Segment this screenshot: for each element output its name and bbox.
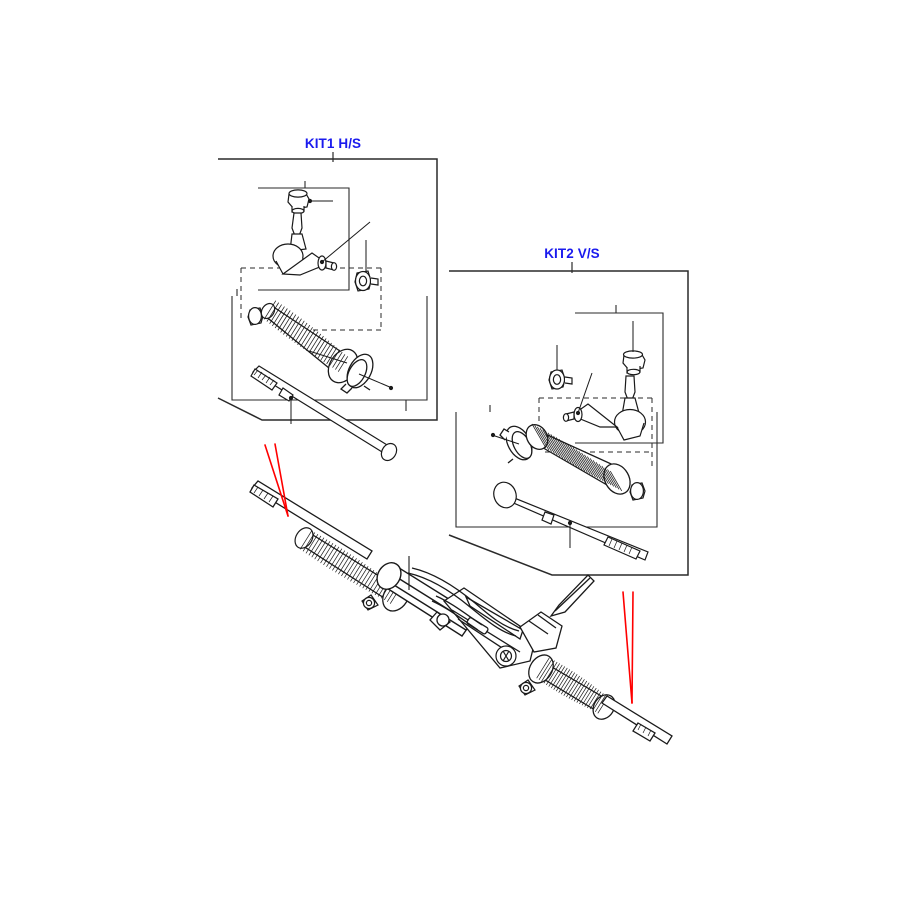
kit1-inner-tie-rod-icon — [250, 365, 398, 462]
pinion-valve-housing-icon — [519, 611, 563, 653]
rack-left-bellows-ribs — [299, 530, 401, 604]
kit1-nut-leader-dot — [307, 198, 313, 204]
rack-coupling-detail-icon — [495, 645, 517, 667]
input-shaft-icon — [549, 574, 595, 618]
kit1-bellows-leader — [308, 350, 348, 364]
kit2-bellows-boot-icon — [525, 423, 631, 495]
kit2-ball-joint-icon — [562, 375, 647, 441]
kit1-clamp-leader-dot — [388, 385, 394, 391]
kit2-label: KIT2 V/S — [544, 246, 600, 261]
kit2-group[interactable] — [448, 262, 689, 576]
kit1-outline — [217, 158, 438, 421]
mounting-bush-right-icon — [518, 679, 536, 696]
right-bellows-boot-icon — [528, 654, 616, 720]
kit1-label: KIT1 H/S — [305, 136, 361, 151]
kit1-ball-joint-icon — [272, 212, 338, 276]
steering-rack-assembly[interactable] — [249, 480, 673, 745]
rack-right-bellows-ribs — [536, 657, 609, 714]
kit2-ball-joint-leader-dot — [575, 410, 581, 416]
kit2-bush-icon — [548, 369, 573, 390]
kit1-bellows-ribs — [263, 300, 349, 372]
kit1-boot-clamp-small-icon — [247, 307, 264, 326]
kit2-outline — [448, 270, 689, 576]
kit2-ball-joint-leader — [577, 372, 593, 414]
kit1-bellows-subgroup-box — [231, 296, 428, 401]
kit2-boot-clamp-small-icon — [629, 482, 646, 501]
kit2-bellows-subgroup-box — [455, 412, 658, 528]
hydraulic-pipes-icon — [407, 567, 520, 637]
kit1-clamp-leader — [358, 373, 393, 389]
kit1-castellated-nut-icon — [287, 189, 310, 215]
kit2-inner-tie-rod-icon — [493, 481, 649, 561]
kit1-bush-icon — [354, 270, 379, 292]
mounting-bush-left-icon — [361, 594, 379, 611]
kit2-pointer — [622, 591, 634, 704]
kit2-castellated-nut-icon — [622, 350, 646, 376]
kit1-tie-rod-leader-dot — [288, 395, 294, 401]
kit1-pointer — [264, 443, 289, 517]
right-tie-rod-shaft-icon — [601, 695, 673, 745]
kit2-bellows-ribs — [531, 423, 623, 492]
kit1-group[interactable] — [217, 152, 438, 463]
kit1-ball-joint-leader-dot — [319, 259, 325, 265]
kit1-dashed-guides — [240, 267, 382, 331]
kit2-clamp-leader — [491, 434, 520, 445]
kit1-boot-clamp-large-icon — [339, 353, 374, 394]
kit2-tie-rod-leader-dot — [567, 520, 573, 526]
kit1-ball-joint-leader — [321, 221, 371, 263]
kit2-clamp-leader-dot — [490, 432, 496, 438]
left-tie-rod-shaft-icon — [249, 480, 373, 560]
kit2-tie-rod-subgroup-box — [575, 312, 664, 444]
